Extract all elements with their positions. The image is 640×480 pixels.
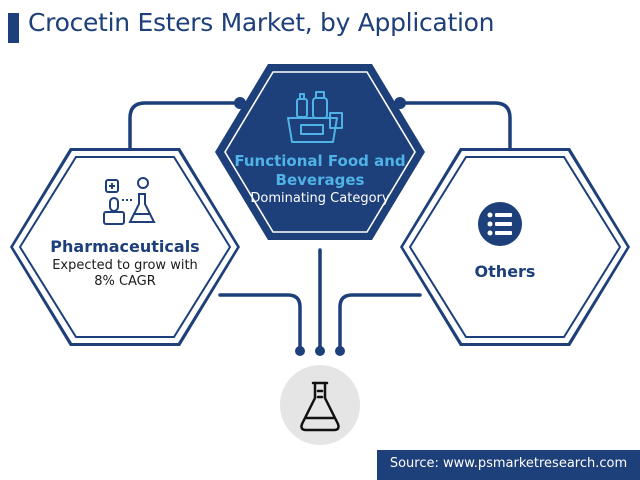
title-accent-bar bbox=[8, 13, 19, 43]
functional-food-hexagon bbox=[215, 64, 425, 240]
connector-left-bottom bbox=[218, 293, 302, 350]
connector-right-bottom bbox=[338, 293, 422, 350]
connector-lines bbox=[128, 101, 512, 350]
page-title: Crocetin Esters Market, by Application bbox=[28, 8, 495, 37]
others-hexagon bbox=[400, 148, 630, 346]
source-text: Source: www.psmarketresearch.com bbox=[389, 456, 628, 471]
others-label: Others bbox=[474, 262, 536, 281]
functional-food-note: Dominating Category bbox=[250, 191, 390, 206]
list-icon bbox=[478, 202, 522, 246]
pharmaceuticals-note: Expected to grow with 8% CAGR bbox=[52, 258, 198, 289]
connector-left-top bbox=[128, 101, 242, 150]
food-beverage-icon bbox=[287, 91, 343, 143]
pharmaceuticals-hexagon bbox=[10, 148, 240, 346]
pharma-icon bbox=[103, 177, 156, 225]
source-footer: Source: www.psmarketresearch.com bbox=[377, 450, 640, 480]
flask-icon bbox=[280, 365, 360, 445]
connector-right-top bbox=[398, 101, 512, 150]
pharmaceuticals-label: Pharmaceuticals bbox=[50, 237, 200, 256]
functional-food-label: Functional Food and Beverages bbox=[234, 152, 406, 189]
